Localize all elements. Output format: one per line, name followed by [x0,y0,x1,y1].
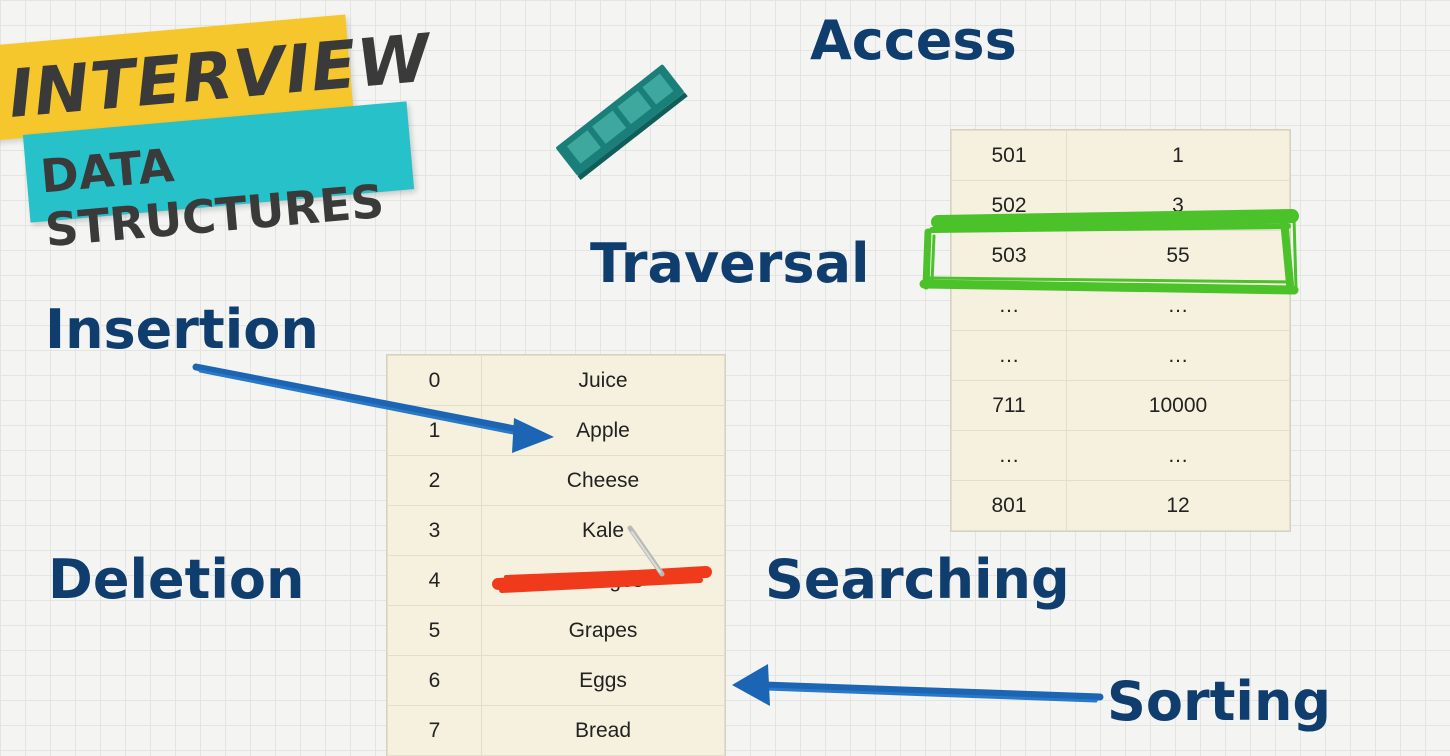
index-cell: 4 [387,555,482,606]
address-cell: 801 [951,480,1067,531]
item-cell: Oranges [481,555,725,606]
index-cell: 3 [387,505,482,556]
logo: INTERVIEW DATA STRUCTURES [0,0,434,257]
index-cell: 0 [387,355,482,406]
table-row: 5 Grapes [387,605,725,656]
sorting-arrow [732,664,1104,706]
table-row: 0 Juice [387,355,725,406]
address-cell: … [951,280,1067,331]
index-cell: 7 [387,705,482,756]
value-cell: 3 [1066,180,1290,231]
item-cell: Apple [481,405,725,456]
memory-address-table: 501 1 502 3 503 55 … … … … 711 10000 … …… [951,130,1290,531]
value-cell: 12 [1066,480,1290,531]
heading-traversal: Traversal [590,232,870,295]
value-cell: 55 [1066,230,1290,281]
item-cell: Bread [481,705,725,756]
index-cell: 2 [387,455,482,506]
heading-access: Access [810,9,1017,72]
table-row-highlighted: 503 55 [951,230,1290,281]
value-cell: 1 [1066,130,1290,181]
table-row: … … [951,430,1290,481]
table-row: … … [951,280,1290,331]
table-row: 3 Kale [387,505,725,556]
table-row: 502 3 [951,180,1290,231]
table-row: 1 Apple [387,405,725,456]
address-cell: 501 [951,130,1067,181]
heading-searching: Searching [765,548,1070,611]
item-cell: Grapes [481,605,725,656]
table-row: 801 12 [951,480,1290,531]
value-cell: … [1066,430,1290,481]
address-cell: … [951,330,1067,381]
array-table: 0 Juice 1 Apple 2 Cheese 3 Kale 4 Orange… [387,355,725,756]
table-row-struck: 4 Oranges [387,555,725,606]
item-cell: Juice [481,355,725,406]
value-cell: 10000 [1066,380,1290,431]
ram-stick-icon [556,64,688,180]
item-cell: Kale [481,505,725,556]
value-cell: … [1066,280,1290,331]
table-row: … … [951,330,1290,381]
table-row: 6 Eggs [387,655,725,706]
item-cell: Eggs [481,655,725,706]
index-cell: 5 [387,605,482,656]
table-row: 711 10000 [951,380,1290,431]
table-row: 501 1 [951,130,1290,181]
index-cell: 1 [387,405,482,456]
value-cell: … [1066,330,1290,381]
address-cell: 502 [951,180,1067,231]
address-cell: … [951,430,1067,481]
heading-sorting: Sorting [1107,670,1332,733]
index-cell: 6 [387,655,482,706]
item-cell: Cheese [481,455,725,506]
table-row: 7 Bread [387,705,725,756]
address-cell: 711 [951,380,1067,431]
heading-deletion: Deletion [48,548,305,611]
address-cell: 503 [951,230,1067,281]
heading-insertion: Insertion [45,298,319,361]
table-row: 2 Cheese [387,455,725,506]
logo-subtitle: DATA STRUCTURES [38,138,387,258]
